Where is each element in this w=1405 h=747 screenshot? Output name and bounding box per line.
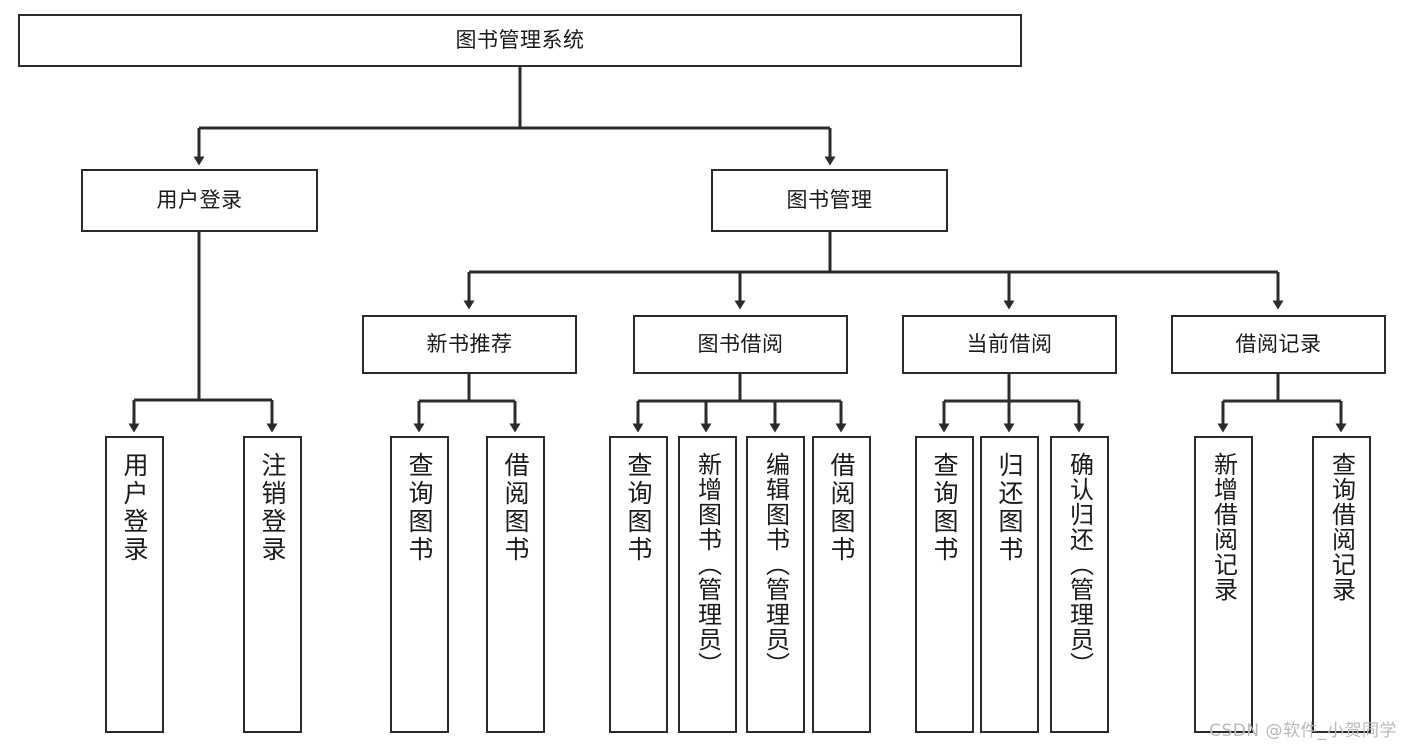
leaf-borrow-record-query-label: 查询借阅记录 <box>1327 452 1356 602</box>
leaf-book-borrow-borrow[interactable]: 借阅图书 <box>812 436 871 733</box>
node-borrow-record-label: 借阅记录 <box>1235 332 1322 357</box>
node-user-login[interactable]: 用户登录 <box>81 169 318 232</box>
leaf-current-borrow-return-label: 归还图书 <box>995 452 1024 564</box>
node-book-borrow[interactable]: 图书借阅 <box>633 315 848 374</box>
node-new-book-recommend-label: 新书推荐 <box>426 332 513 357</box>
leaf-current-borrow-query-label: 查询图书 <box>930 452 959 564</box>
leaf-user-login-signin-label: 用户登录 <box>120 452 149 564</box>
node-root-label: 图书管理系统 <box>455 28 585 53</box>
leaf-user-login-signout-label: 注销登录 <box>258 452 287 564</box>
leaf-new-book-query[interactable]: 查询图书 <box>390 436 449 733</box>
leaf-user-login-signin[interactable]: 用户登录 <box>105 436 164 733</box>
leaf-new-book-query-label: 查询图书 <box>405 452 434 564</box>
node-book-management[interactable]: 图书管理 <box>711 169 948 232</box>
leaf-current-borrow-return[interactable]: 归还图书 <box>980 436 1039 733</box>
node-new-book-recommend[interactable]: 新书推荐 <box>362 315 577 374</box>
leaf-book-borrow-add[interactable]: 新增图书（管理员） <box>678 436 737 733</box>
watermark: CSDN @软件_小贺同学 <box>1209 721 1397 741</box>
node-user-login-label: 用户登录 <box>156 188 243 213</box>
leaf-book-borrow-edit[interactable]: 编辑图书（管理员） <box>746 436 805 733</box>
leaf-book-borrow-query[interactable]: 查询图书 <box>609 436 668 733</box>
node-book-borrow-label: 图书借阅 <box>697 332 784 357</box>
leaf-borrow-record-add[interactable]: 新增借阅记录 <box>1194 436 1253 733</box>
node-current-borrow[interactable]: 当前借阅 <box>902 315 1117 374</box>
leaf-book-borrow-borrow-label: 借阅图书 <box>827 452 856 564</box>
leaf-current-borrow-confirm[interactable]: 确认归还（管理员） <box>1050 436 1109 733</box>
leaf-book-borrow-add-label: 新增图书（管理员） <box>693 452 722 677</box>
node-root[interactable]: 图书管理系统 <box>18 14 1022 67</box>
leaf-current-borrow-confirm-label: 确认归还（管理员） <box>1065 452 1094 677</box>
leaf-borrow-record-query[interactable]: 查询借阅记录 <box>1312 436 1371 733</box>
node-current-borrow-label: 当前借阅 <box>966 332 1053 357</box>
leaf-new-book-borrow-label: 借阅图书 <box>501 452 530 564</box>
leaf-book-borrow-edit-label: 编辑图书（管理员） <box>761 452 790 677</box>
node-borrow-record[interactable]: 借阅记录 <box>1171 315 1386 374</box>
node-book-management-label: 图书管理 <box>786 188 873 213</box>
leaf-new-book-borrow[interactable]: 借阅图书 <box>486 436 545 733</box>
leaf-user-login-signout[interactable]: 注销登录 <box>243 436 302 733</box>
leaf-borrow-record-add-label: 新增借阅记录 <box>1209 452 1238 602</box>
leaf-book-borrow-query-label: 查询图书 <box>624 452 653 564</box>
leaf-current-borrow-query[interactable]: 查询图书 <box>915 436 974 733</box>
